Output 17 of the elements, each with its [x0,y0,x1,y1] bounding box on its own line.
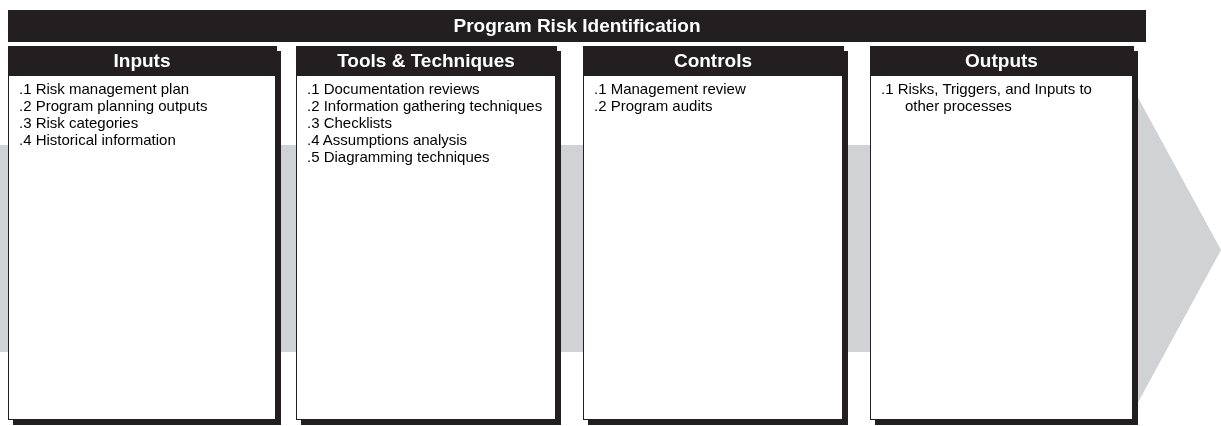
list-item: .2 Program audits [593,96,714,114]
panel-heading: Tools & Techniques [295,45,557,76]
title-banner: Program Risk Identification [8,10,1146,42]
panel-heading: Inputs [7,45,277,76]
list-item: .2 Program planning outputs [18,96,209,114]
list-item: .1 Management review [593,79,747,97]
list-item: .4 Assumptions analysis [306,130,469,148]
list-item: .4 Historical information [18,130,177,148]
list-item: .1 Risks, Triggers, and Inputs to other processes [880,79,1093,114]
list-item: .1 Documentation reviews [306,79,481,97]
list-item: .2 Information gathering techniques [306,96,544,114]
panel-heading: Outputs [869,45,1134,76]
list-item: .3 Checklists [306,113,394,131]
list-item: .3 Risk categories [18,113,139,131]
panel-heading: Controls [582,45,844,76]
list-item: .5 Diagramming techniques [306,147,491,165]
list-item: .1 Risk management plan [18,79,191,97]
